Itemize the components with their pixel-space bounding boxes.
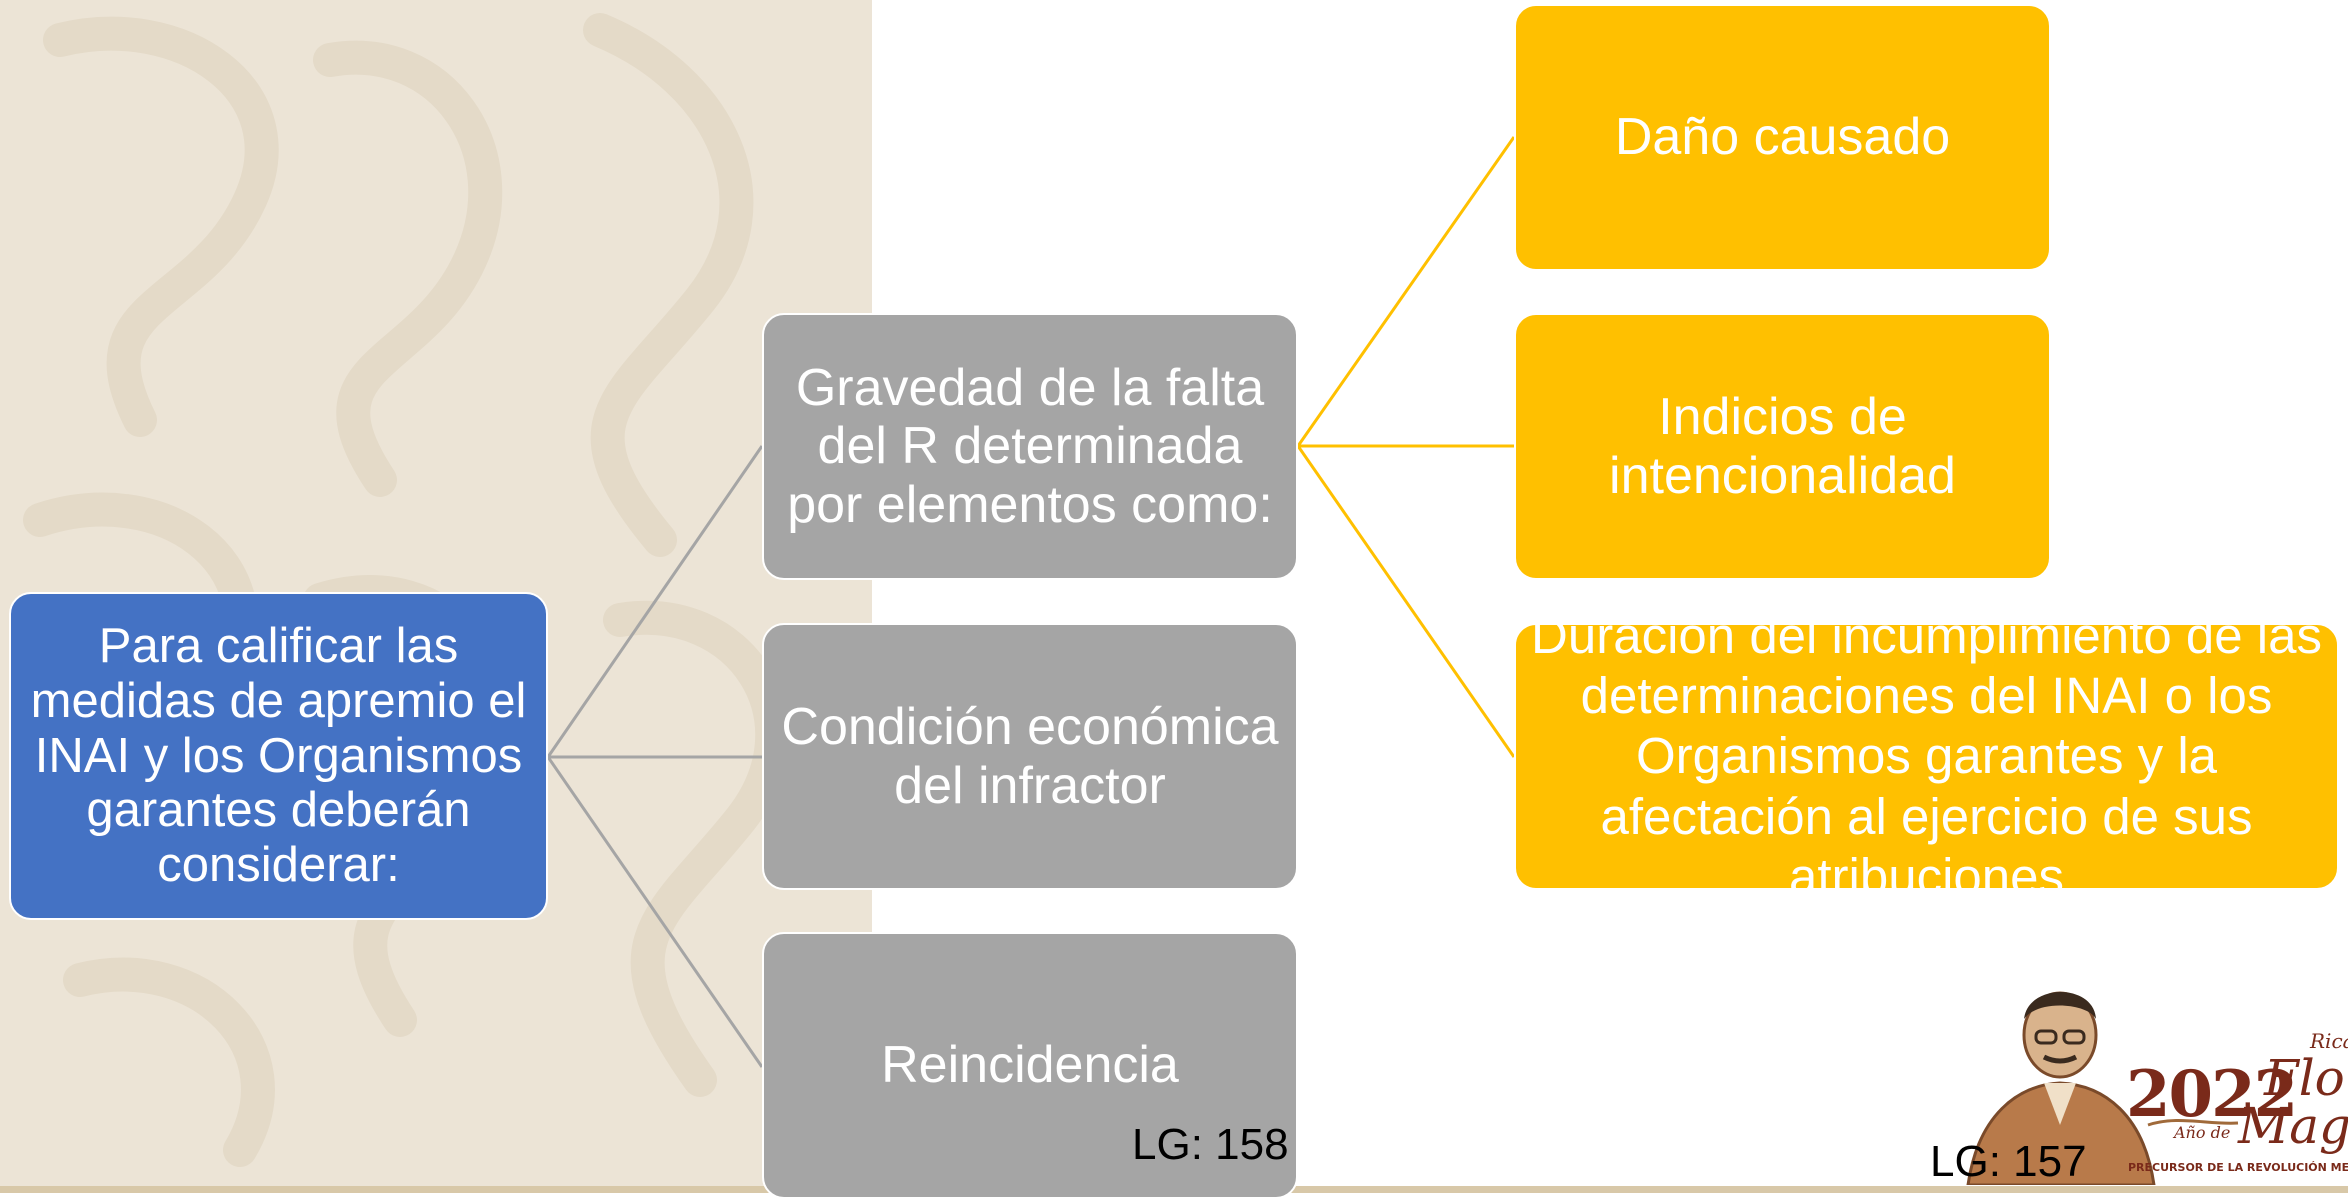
root-node: Para calificar las medidas de apremio el… xyxy=(9,592,548,920)
node-indicios-intencionalidad: Indicios de intencionalidad xyxy=(1514,313,2051,580)
logo-name-top: Rica xyxy=(2310,1029,2348,1053)
logo-name-line2: Mag xyxy=(2238,1097,2348,1155)
root-node-text: Para calificar las medidas de apremio el… xyxy=(30,618,527,893)
logo-name-line1: Flore xyxy=(2264,1049,2348,1107)
node-condicion-economica-text: Condición económica del infractor xyxy=(781,698,1279,815)
footnote-lg-157: LG: 157 xyxy=(1930,1137,2087,1186)
logo-year: 2022 xyxy=(2126,1057,2298,1132)
node-gravedad-text: Gravedad de la falta del R determinada p… xyxy=(787,359,1273,534)
logo-ano-de: Año de xyxy=(2174,1123,2231,1142)
node-reincidencia-text: Reincidencia xyxy=(881,1036,1179,1095)
connector-root-to-reincidencia xyxy=(546,756,764,1068)
node-condicion-economica: Condición económica del infractor xyxy=(762,623,1298,890)
node-gravedad: Gravedad de la falta del R determinada p… xyxy=(762,313,1298,580)
connector-gravedad-to-duracion xyxy=(1296,445,1516,758)
node-reincidencia: Reincidencia xyxy=(762,932,1298,1199)
node-dano-causado-text: Daño causado xyxy=(1614,108,1951,167)
logo-2022-flores-magon: 2022 Año de Rica Flore Mag PRECURSOR DE … xyxy=(1948,975,2348,1187)
logo-tagline: PRECURSOR DE LA REVOLUCIÓN MEX xyxy=(2128,1161,2348,1174)
node-duracion-incumplimiento-text: Duración del incumplimiento de las deter… xyxy=(1531,607,2322,905)
node-duracion-incumplimiento: Duración del incumplimiento de las deter… xyxy=(1514,607,2339,905)
connector-gravedad-to-dano xyxy=(1296,136,1516,447)
node-dano-causado: Daño causado xyxy=(1514,4,2051,271)
node-indicios-intencionalidad-text: Indicios de intencionalidad xyxy=(1609,388,1956,505)
portrait-illustration xyxy=(1966,991,2239,1187)
connector-root-to-gravedad xyxy=(546,445,764,758)
footnote-lg-158: LG: 158 xyxy=(1132,1120,1289,1169)
